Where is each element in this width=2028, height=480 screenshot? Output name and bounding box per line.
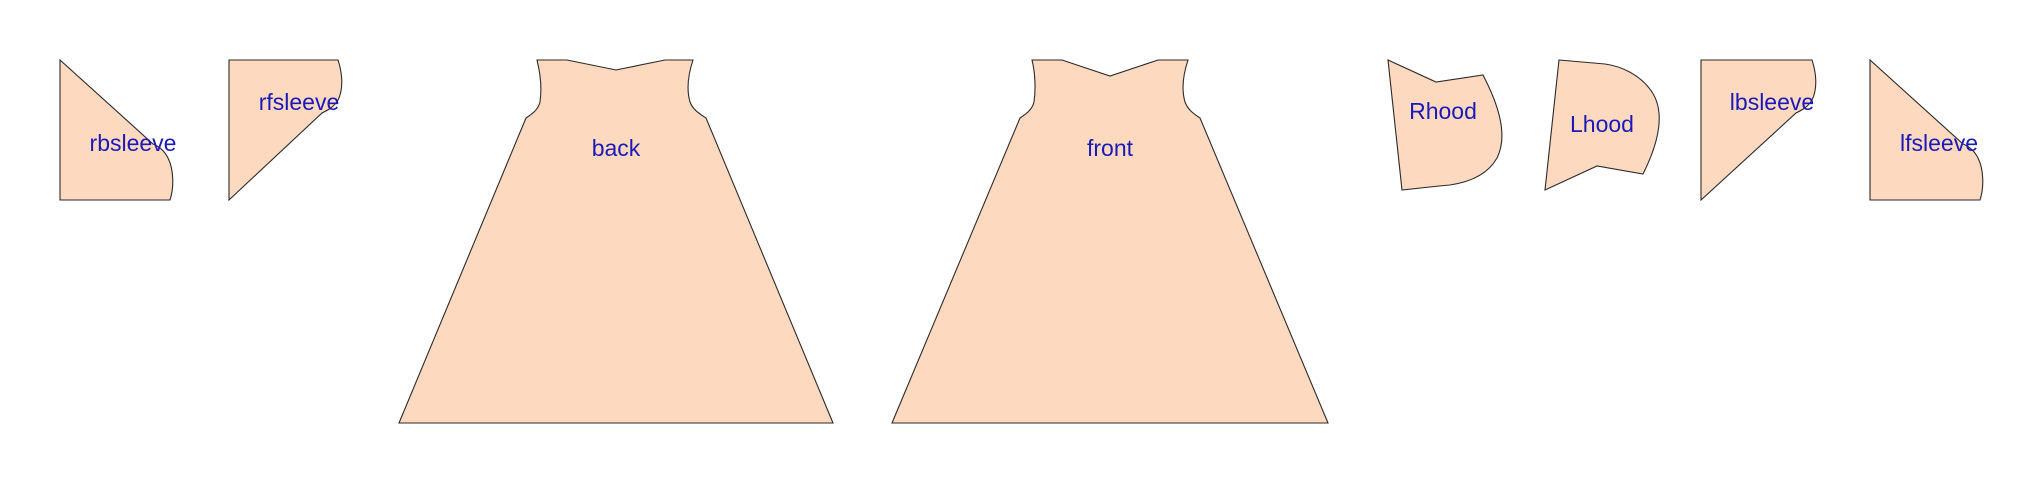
piece-lfsleeve[interactable]: lfsleeve <box>1869 58 1984 201</box>
rhood-label: Rhood <box>1409 98 1477 124</box>
lfsleeve-shape <box>1869 58 1984 201</box>
lbsleeve-label: lbsleeve <box>1730 89 1814 115</box>
rfsleeve-shape <box>228 59 343 202</box>
piece-rhood[interactable]: Rhood <box>1387 59 1503 191</box>
piece-lhood[interactable]: Lhood <box>1544 59 1660 191</box>
piece-rfsleeve[interactable]: rfsleeve <box>228 59 343 202</box>
back-shape <box>398 59 834 424</box>
rhood-shape <box>1387 59 1503 191</box>
piece-lbsleeve[interactable]: lbsleeve <box>1700 59 1817 202</box>
rbsleeve-label: rbsleeve <box>90 130 177 156</box>
rfsleeve-label: rfsleeve <box>259 89 340 115</box>
lbsleeve-shape <box>1700 59 1817 202</box>
lhood-label: Lhood <box>1570 111 1634 137</box>
rbsleeve-shape <box>59 58 174 201</box>
piece-back[interactable]: back <box>398 59 834 424</box>
lfsleeve-label: lfsleeve <box>1900 130 1978 156</box>
piece-front[interactable]: front <box>891 59 1329 424</box>
lhood-shape <box>1544 59 1660 191</box>
piece-rbsleeve[interactable]: rbsleeve <box>59 58 177 201</box>
front-label: front <box>1087 135 1134 161</box>
back-label: back <box>592 135 641 161</box>
front-shape <box>891 59 1329 424</box>
